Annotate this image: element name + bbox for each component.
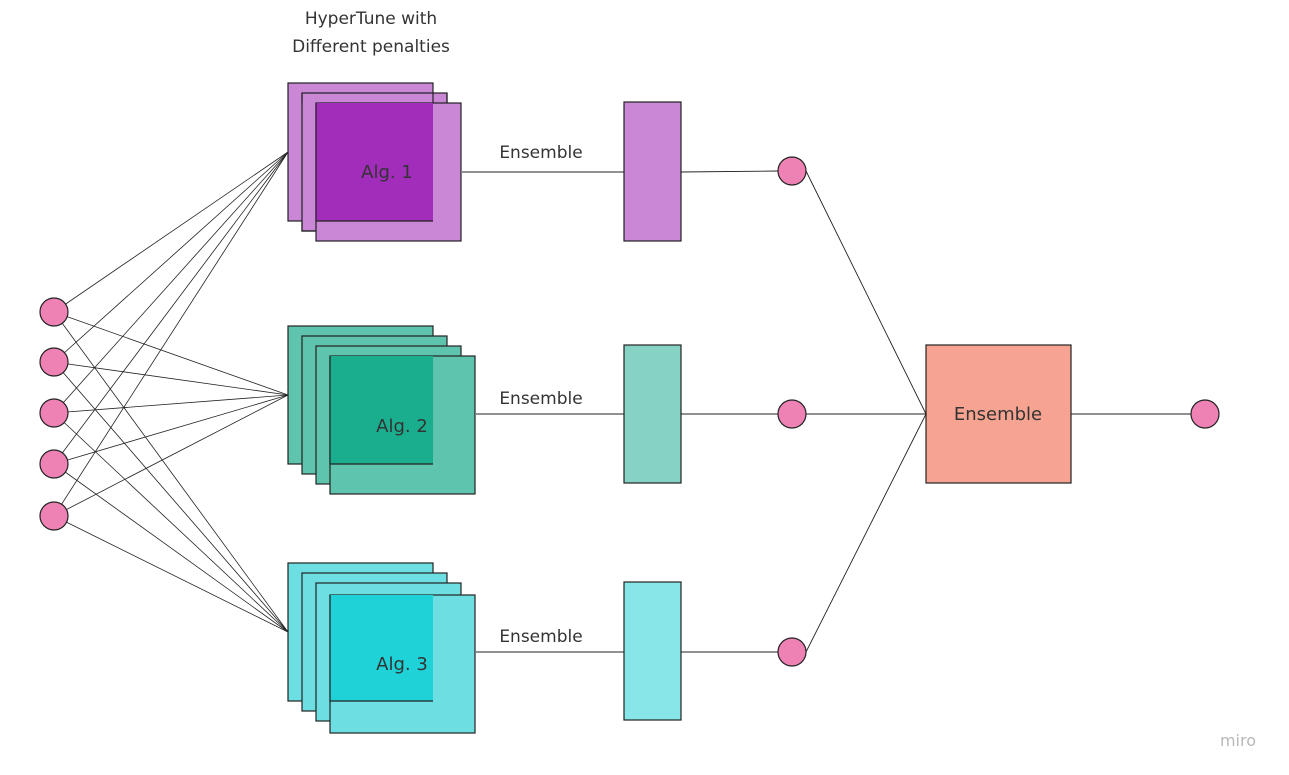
ensemble-output-node-3 bbox=[777, 637, 807, 667]
input-connection-line bbox=[53, 394, 289, 465]
ensemble-label-2: Ensemble bbox=[499, 389, 582, 409]
diagram-title-line-1: HyperTune with bbox=[305, 9, 437, 29]
miro-watermark: miro bbox=[1220, 731, 1256, 750]
input-connection-line bbox=[53, 361, 289, 633]
input-node bbox=[39, 398, 69, 428]
alg3-label: Alg. 3 bbox=[376, 654, 428, 675]
ensemble-bar-1 bbox=[623, 101, 682, 242]
input-node bbox=[39, 449, 69, 479]
input-nodes bbox=[39, 297, 69, 531]
ensemble-output-node-1 bbox=[777, 156, 807, 186]
final-output-node bbox=[1190, 399, 1220, 429]
input-connection-line bbox=[53, 361, 289, 396]
input-connection-line bbox=[53, 394, 289, 414]
final-ensemble-box bbox=[925, 344, 1072, 484]
alg2-label: Alg. 2 bbox=[376, 416, 428, 437]
input-node bbox=[39, 501, 69, 531]
input-connection-line bbox=[53, 515, 289, 633]
input-connections bbox=[53, 151, 289, 633]
alg1-front-fill bbox=[316, 103, 433, 221]
connector-node1-final bbox=[805, 170, 927, 415]
diagram-title-line-2: Different penalties bbox=[292, 37, 450, 57]
input-connection-line bbox=[53, 151, 289, 465]
algorithm-stack-1 bbox=[287, 82, 462, 242]
ensemble-bar-2 bbox=[623, 344, 682, 484]
connector-node3-final bbox=[805, 413, 927, 653]
alg3-front-fill bbox=[330, 595, 433, 701]
algorithm-stack-3 bbox=[287, 562, 476, 734]
input-connection-line bbox=[53, 412, 289, 633]
ensemble-label-1: Ensemble bbox=[499, 143, 582, 163]
alg2-front-fill bbox=[330, 356, 433, 464]
input-connection-line bbox=[53, 463, 289, 633]
connector-bar1-node bbox=[680, 170, 779, 173]
ensemble-output-node-2 bbox=[777, 399, 807, 429]
input-connection-line bbox=[53, 311, 289, 633]
input-connection-line bbox=[53, 151, 289, 363]
ensemble-connectors bbox=[462, 170, 1191, 653]
input-node bbox=[39, 297, 69, 327]
input-connection-line bbox=[53, 151, 289, 313]
final-ensemble-label: Ensemble bbox=[954, 404, 1042, 425]
input-connection-line bbox=[53, 394, 289, 517]
alg1-label: Alg. 1 bbox=[361, 162, 413, 183]
ensemble-bar-3 bbox=[623, 581, 682, 721]
input-connection-line bbox=[53, 151, 289, 414]
input-connection-line bbox=[53, 311, 289, 396]
input-node bbox=[39, 347, 69, 377]
input-connection-line bbox=[53, 151, 289, 517]
algorithm-stack-2 bbox=[287, 325, 476, 495]
ensemble-label-3: Ensemble bbox=[499, 627, 582, 647]
